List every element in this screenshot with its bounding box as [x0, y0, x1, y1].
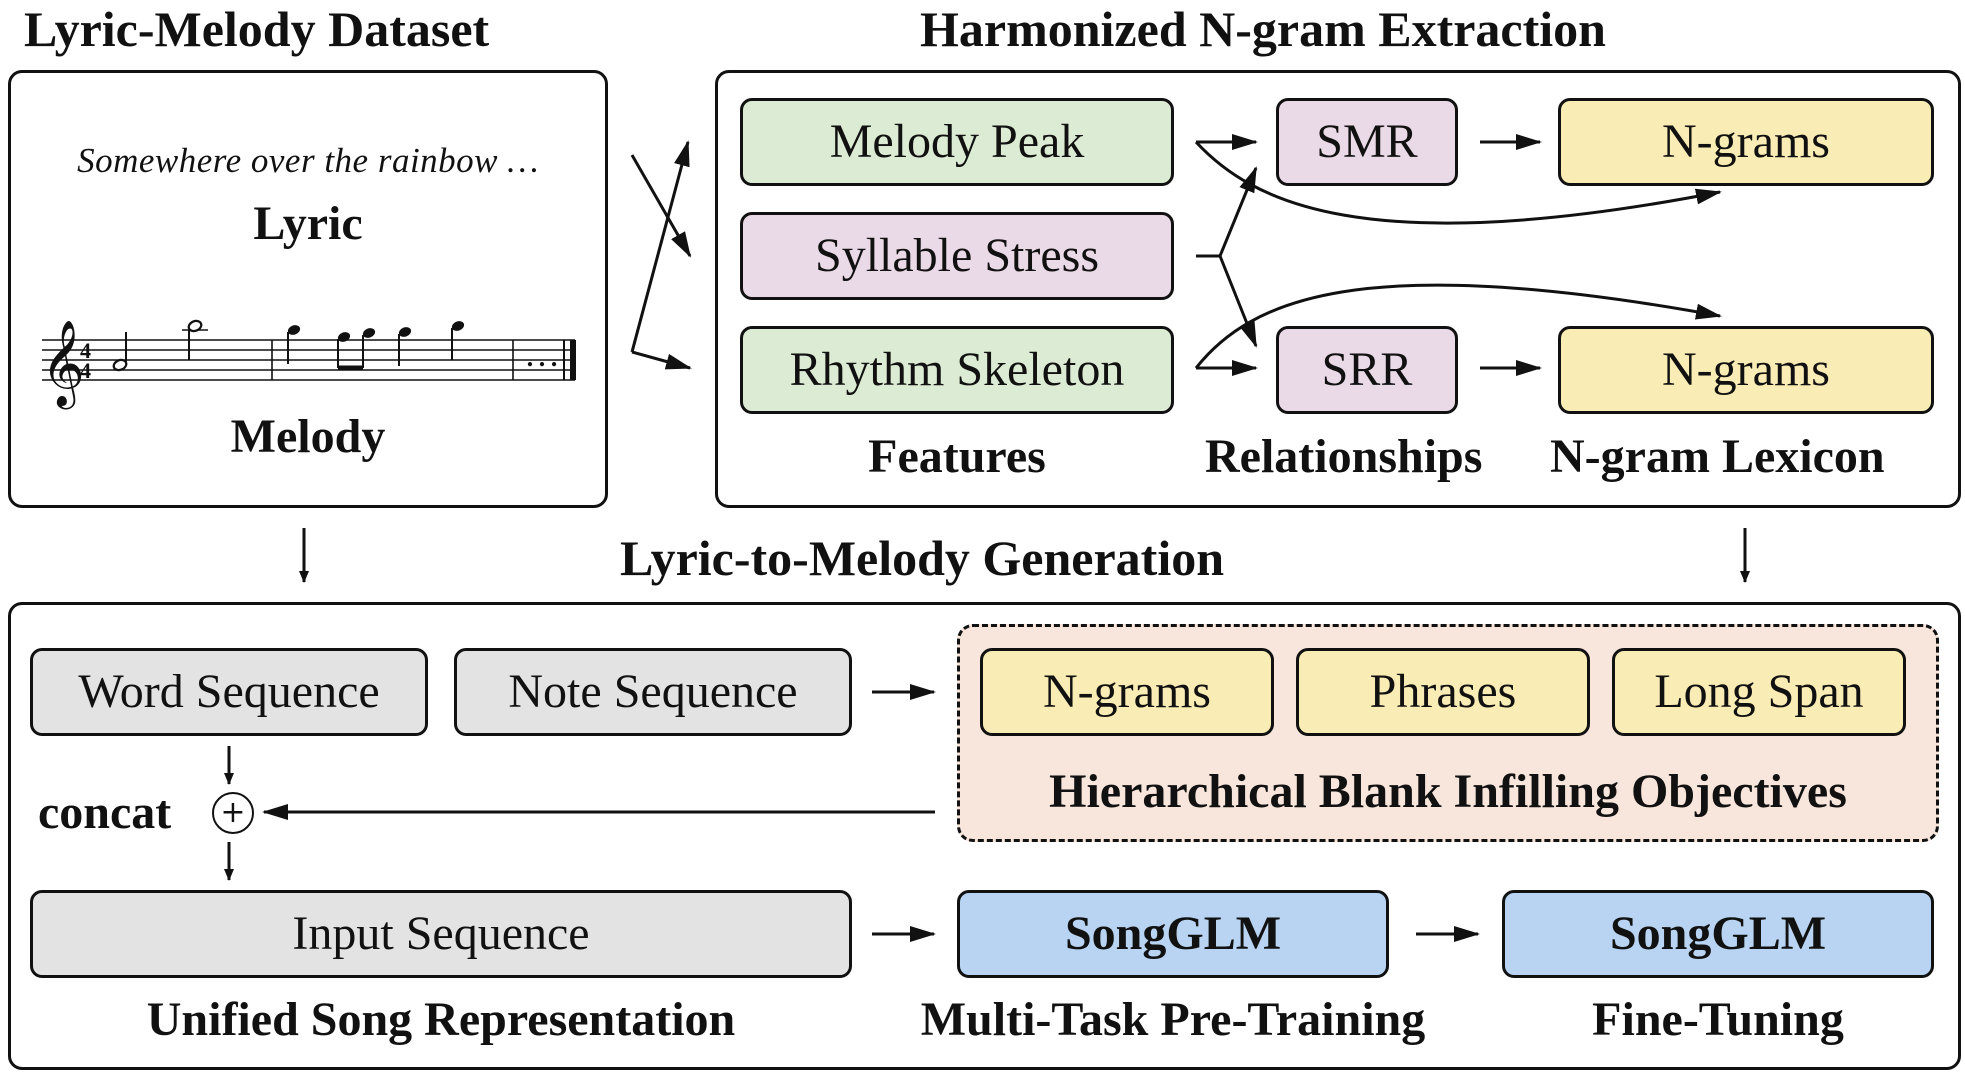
objectives-label: Hierarchical Blank Infilling Objectives: [1049, 765, 1847, 818]
melody-label: Melody: [230, 410, 386, 463]
word-sequence-box: Word Sequence: [30, 648, 428, 736]
concat-label: concat: [38, 786, 172, 839]
extraction-title: Harmonized N-gram Extraction: [920, 1, 1606, 57]
ngrams-box-top: N-grams: [1558, 98, 1934, 186]
relationship-smr: SMR: [1276, 98, 1458, 186]
songglm-pretrain-box: SongGLM: [957, 890, 1389, 978]
note-sequence-box: Note Sequence: [454, 648, 852, 736]
objective-phrases: Phrases: [1296, 648, 1590, 736]
lyric-example: Somewhere over the rainbow …: [77, 141, 539, 180]
svg-text:4: 4: [80, 358, 91, 383]
relationships-label: Relationships: [1205, 430, 1483, 483]
songglm-finetune-box: SongGLM: [1502, 890, 1934, 978]
treble-clef-icon: 𝄞: [41, 320, 85, 410]
feature-syllable-stress: Syllable Stress: [740, 212, 1174, 300]
svg-text:4: 4: [80, 338, 91, 363]
lyric-label: Lyric: [253, 197, 363, 250]
svg-text:𝄞: 𝄞: [41, 320, 85, 410]
representation-label: Unified Song Representation: [146, 993, 736, 1046]
features-label: Features: [868, 430, 1046, 483]
lexicon-label: N-gram Lexicon: [1550, 430, 1885, 483]
feature-melody-peak: Melody Peak: [740, 98, 1174, 186]
input-sequence-box: Input Sequence: [30, 890, 852, 978]
pretrain-label: Multi-Task Pre-Training: [920, 993, 1426, 1046]
ngrams-box-bottom: N-grams: [1558, 326, 1934, 414]
dataset-panel: [8, 70, 608, 508]
melody-staff: 𝄞 4 4: [41, 319, 576, 410]
score-ellipsis: …: [524, 334, 560, 374]
generation-title: Lyric-to-Melody Generation: [620, 530, 1225, 586]
dataset-title: Lyric-Melody Dataset: [24, 1, 490, 57]
feature-rhythm-skeleton: Rhythm Skeleton: [740, 326, 1174, 414]
circled-plus-icon: +: [212, 792, 254, 834]
objective-long-span: Long Span: [1612, 648, 1906, 736]
relationship-srr: SRR: [1276, 326, 1458, 414]
finetune-label: Fine-Tuning: [1592, 993, 1844, 1046]
objective-ngrams: N-grams: [980, 648, 1274, 736]
